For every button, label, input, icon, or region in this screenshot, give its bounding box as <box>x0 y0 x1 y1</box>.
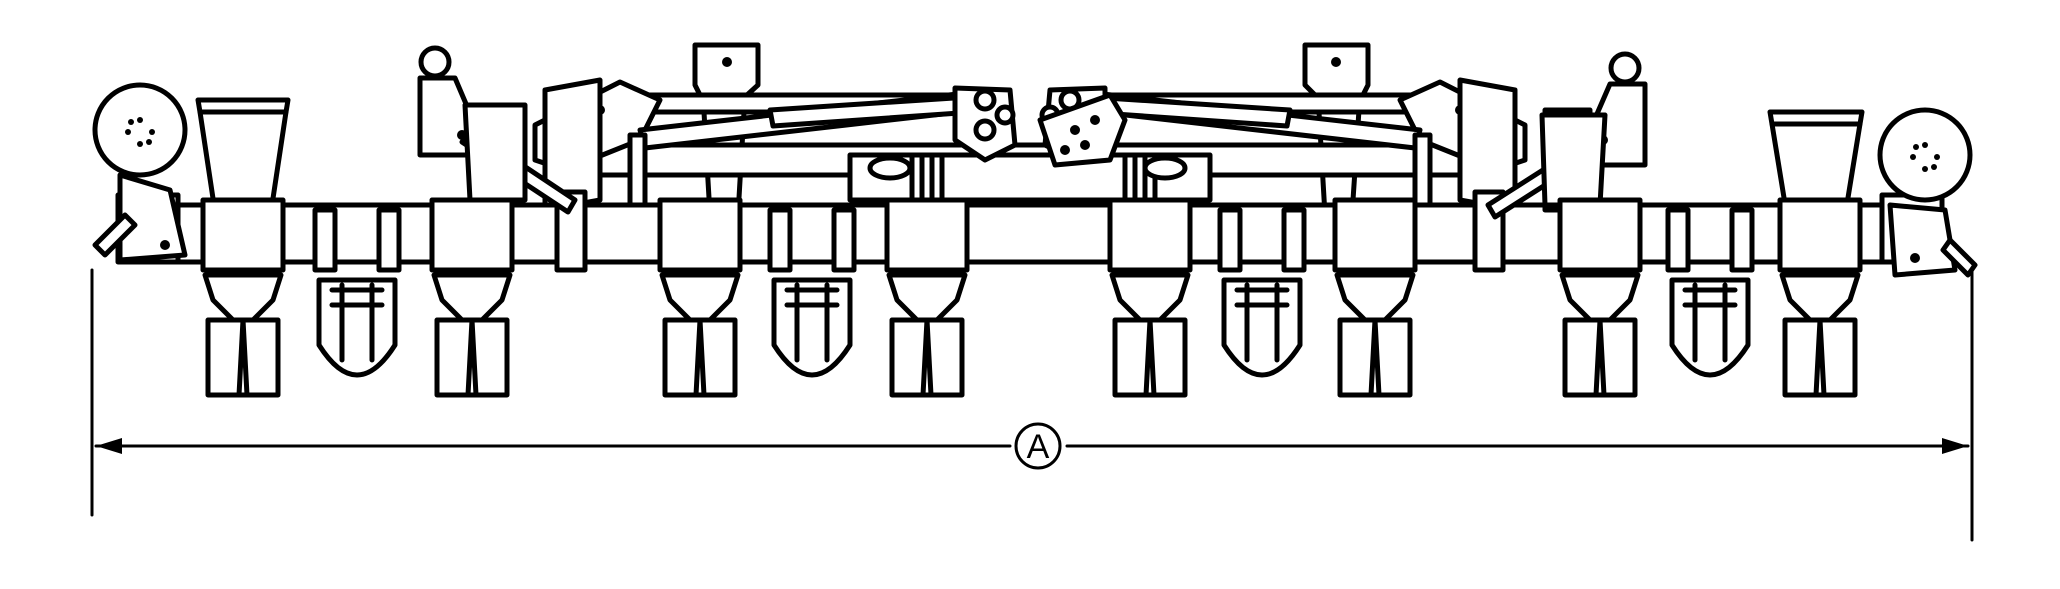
press-bracket-left-4 <box>1665 207 1691 273</box>
opener-clamp-5 <box>1107 197 1193 273</box>
seed-hopper-1 <box>195 97 291 208</box>
dimension-label: A <box>1027 428 1050 466</box>
opener-shank-8 <box>1779 272 1861 323</box>
opener-clamp-8 <box>1777 197 1863 273</box>
opener-clamp-7 <box>1557 197 1643 273</box>
seed-tube-6 <box>1368 317 1382 398</box>
opener-clamp-6 <box>1332 197 1418 273</box>
press-bracket-left-2 <box>767 207 793 273</box>
dimension-line-a: A <box>90 268 1974 542</box>
seed-tube-2 <box>465 317 479 398</box>
press-wheel-frame-4 <box>1682 282 1738 363</box>
seed-tube-5 <box>1143 317 1157 398</box>
left-gauge-wheel <box>92 82 188 263</box>
opener-clamp-1 <box>200 197 286 273</box>
opener-shank-3 <box>659 272 741 323</box>
press-wheel-3 <box>1221 277 1303 378</box>
seed-tube-3 <box>693 317 707 398</box>
press-bracket-left-3 <box>1217 207 1243 273</box>
dimension-label-circle <box>1014 422 1062 470</box>
seed-tube-4 <box>920 317 934 398</box>
opener-shank-4 <box>886 272 968 323</box>
opener-shank-5 <box>1109 272 1191 323</box>
press-bracket-right-4 <box>1729 207 1755 273</box>
press-bracket-left-1 <box>312 207 338 273</box>
press-bracket-right-2 <box>831 207 857 273</box>
opener-clamp-3 <box>657 197 743 273</box>
right-arrowhead <box>1942 438 1968 454</box>
opener-shank-1 <box>202 272 284 323</box>
press-wheel-frame-1 <box>329 282 385 363</box>
row-units <box>200 197 1863 398</box>
seed-hopper-3 <box>462 102 528 203</box>
press-wheel-4 <box>1669 277 1751 378</box>
seed-tube-8 <box>1813 317 1827 398</box>
seed-tube-7 <box>1593 317 1607 398</box>
opener-clamp-4 <box>884 197 970 273</box>
right-gauge-wheel <box>1877 107 1978 278</box>
seed-hopper-4 <box>1539 112 1608 208</box>
press-wheel-frame-3 <box>1234 282 1290 363</box>
opener-shank-6 <box>1334 272 1416 323</box>
opener-shank-7 <box>1559 272 1641 323</box>
press-wheel-2 <box>771 277 853 378</box>
opener-shank-2 <box>431 272 513 323</box>
left-arrowhead <box>96 438 122 454</box>
press-wheel-1 <box>316 277 398 378</box>
press-bracket-right-1 <box>376 207 402 273</box>
upper-frame-linkage <box>532 42 1528 293</box>
press-wheel-frame-2 <box>784 282 840 363</box>
seed-hopper-2 <box>1767 109 1865 213</box>
opener-clamp-2 <box>429 197 515 273</box>
press-bracket-right-3 <box>1281 207 1307 273</box>
seed-tube-1 <box>236 317 250 398</box>
